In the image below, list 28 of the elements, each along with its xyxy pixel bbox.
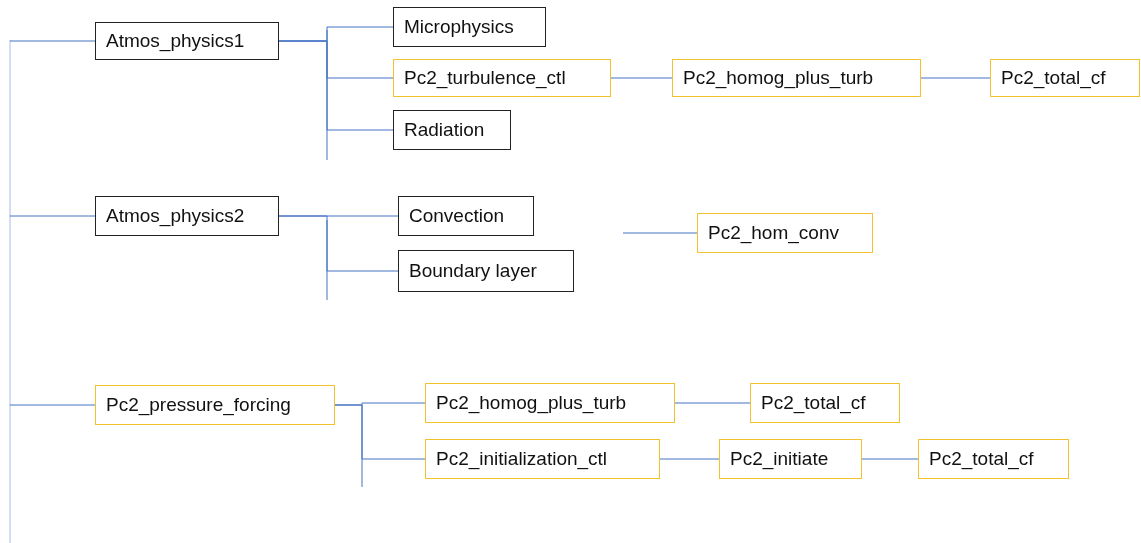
- connector-line: [334, 404, 426, 460]
- connector-line: [861, 458, 919, 460]
- connector-line: [278, 40, 394, 131]
- process-box: Convection: [398, 196, 534, 236]
- connector-line: [9, 215, 96, 217]
- connector-line: [920, 77, 991, 79]
- process-box: Pc2_hom_conv: [697, 213, 873, 253]
- process-box: Microphysics: [393, 7, 546, 47]
- process-box: Pc2_homog_plus_turb: [672, 59, 921, 97]
- process-box: Pc2_total_cf: [750, 383, 900, 423]
- process-box: Atmos_physics1: [95, 22, 279, 60]
- process-box: Radiation: [393, 110, 511, 150]
- connector-line: [622, 232, 698, 234]
- process-box: Pc2_pressure_forcing: [95, 385, 335, 425]
- process-box: Pc2_turbulence_ctl: [393, 59, 611, 97]
- process-box: Boundary layer: [398, 250, 574, 292]
- process-box: Pc2_initialization_ctl: [425, 439, 660, 479]
- connector-line: [674, 402, 751, 404]
- process-box: Pc2_total_cf: [918, 439, 1069, 479]
- process-box: Pc2_initiate: [719, 439, 862, 479]
- connector-line: [9, 404, 96, 406]
- process-box: Atmos_physics2: [95, 196, 279, 236]
- connector-line: [278, 215, 399, 272]
- process-box: Pc2_homog_plus_turb: [425, 383, 675, 423]
- connector-line: [610, 77, 673, 79]
- connector-line: [9, 40, 96, 42]
- process-box: Pc2_total_cf: [990, 59, 1140, 97]
- connector-line: [659, 458, 720, 460]
